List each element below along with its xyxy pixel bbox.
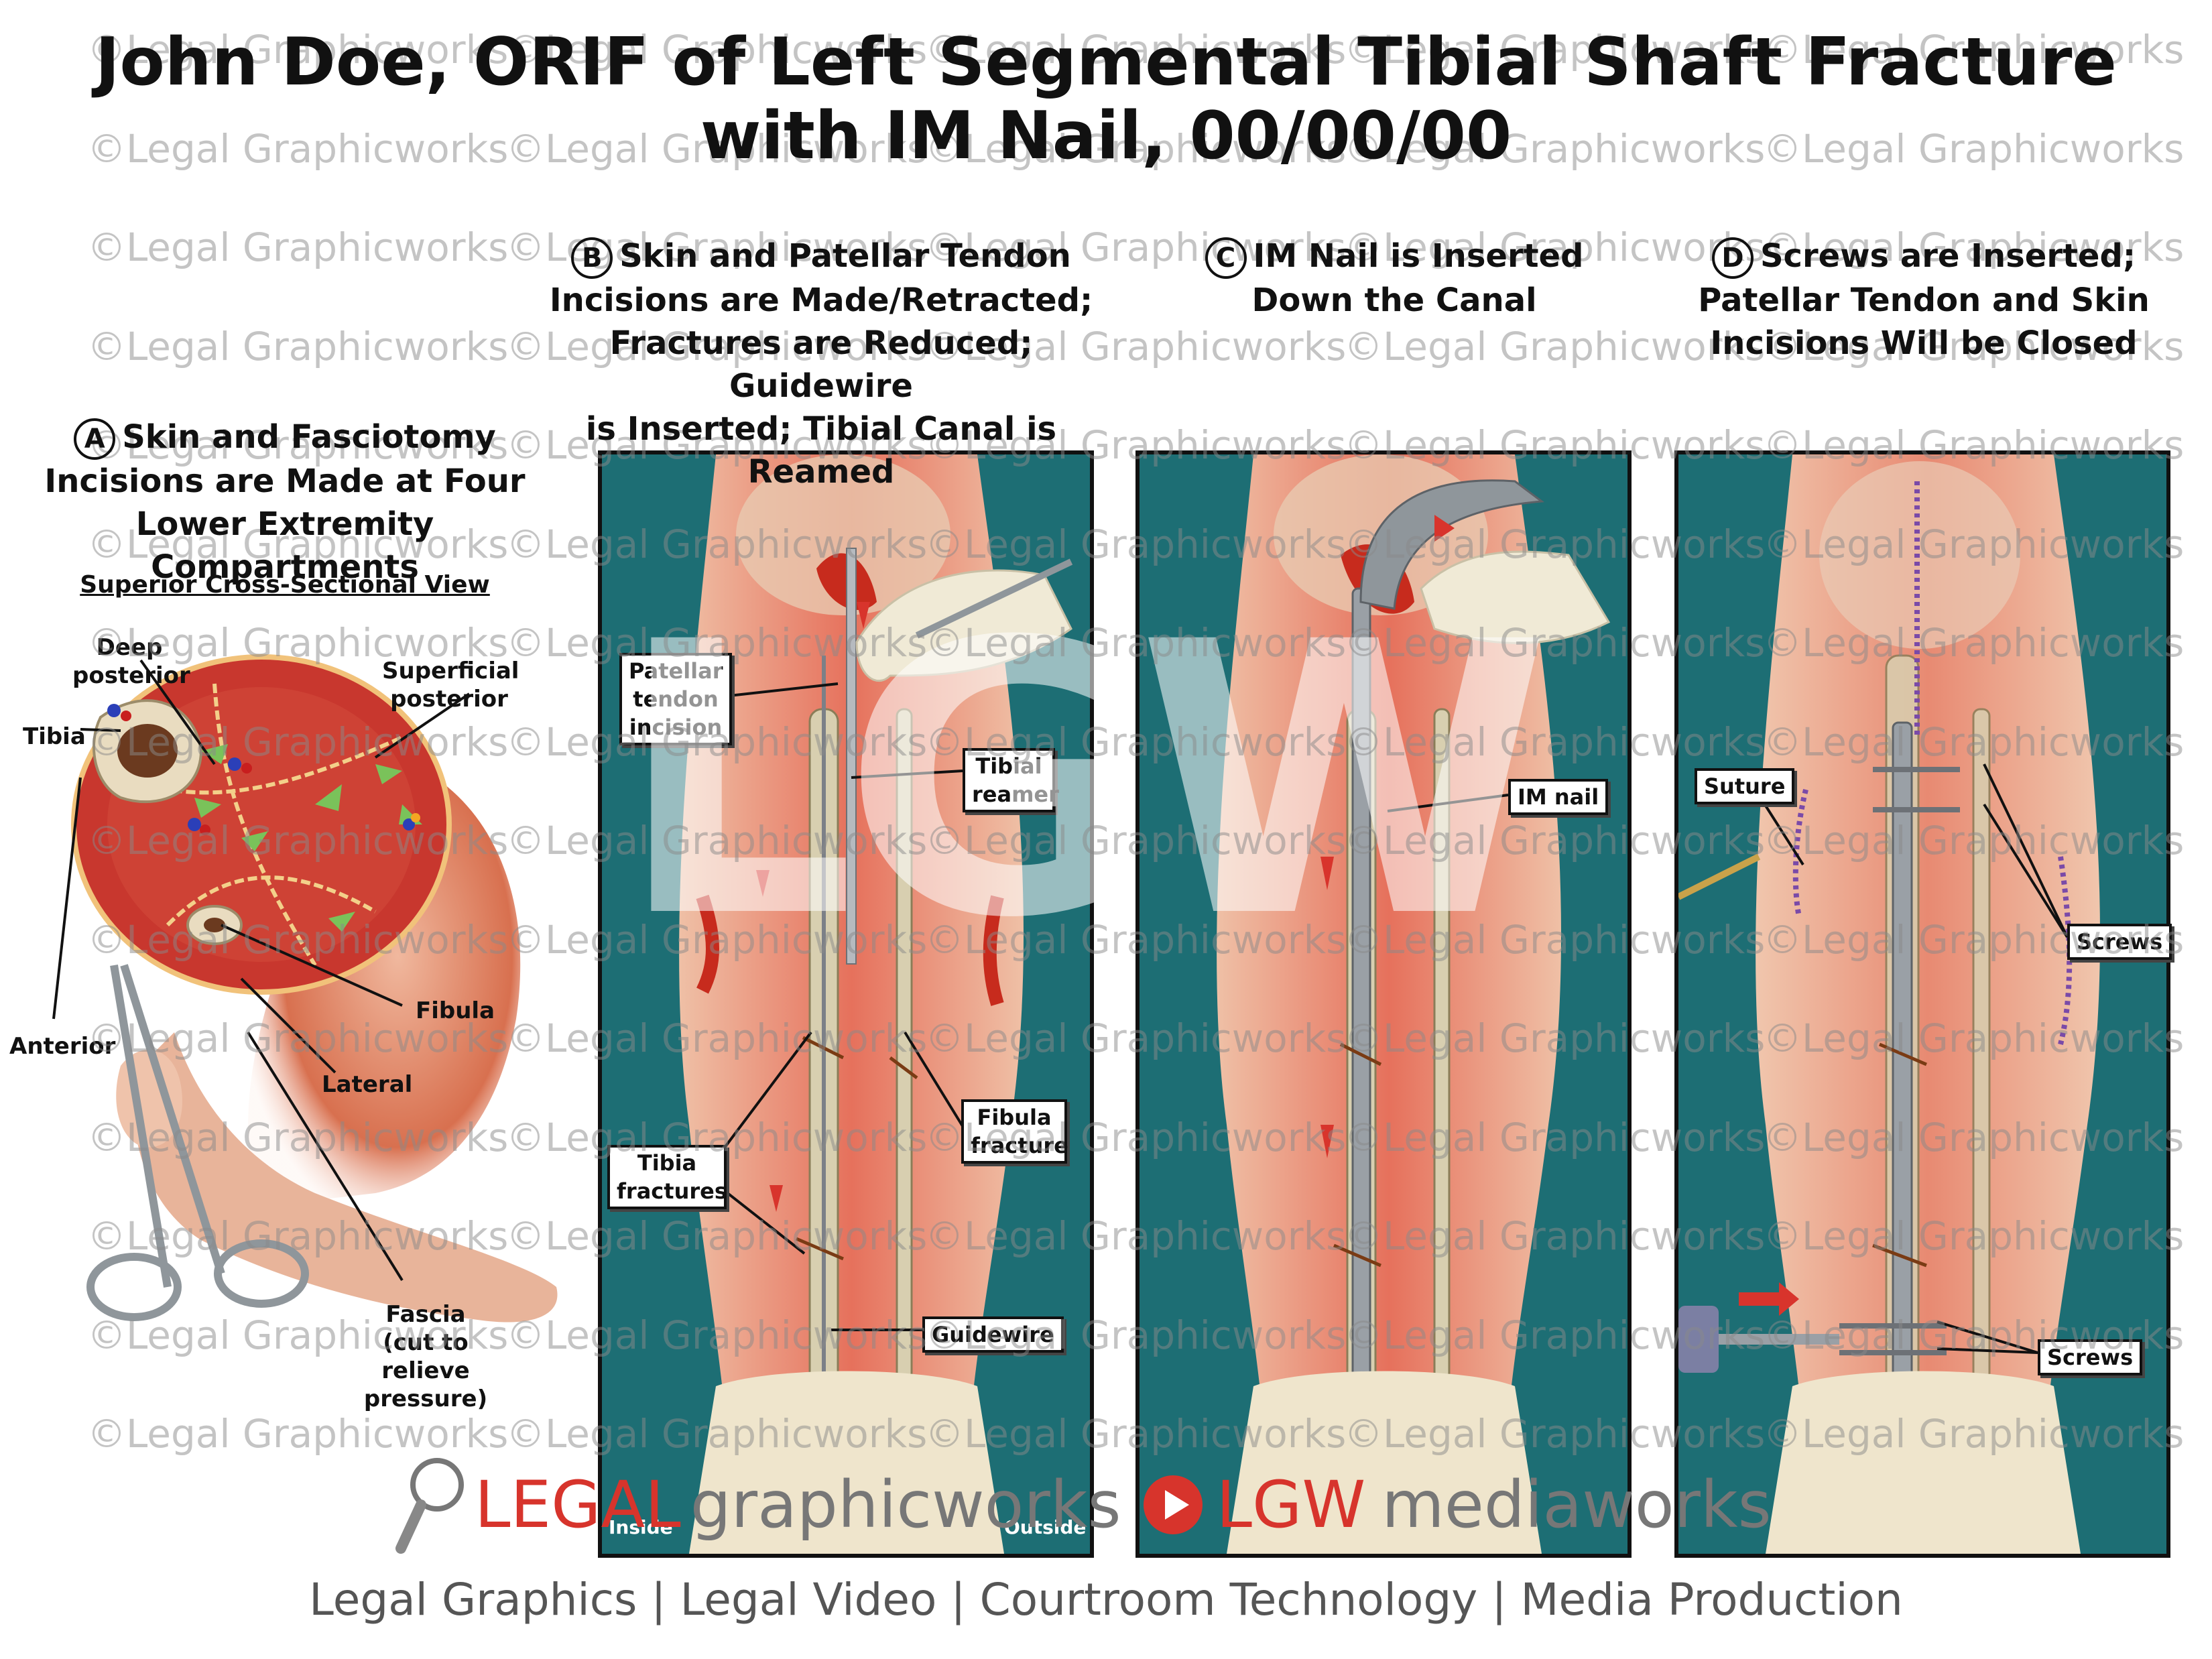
ankle-brace xyxy=(689,1371,1004,1554)
title-line-1: John Doe, ORIF of Left Segmental Tibial … xyxy=(95,24,2117,101)
glove xyxy=(855,569,1072,682)
label-patellar-tendon-incision: Patellar tendon incision xyxy=(619,653,732,745)
glove xyxy=(1420,550,1611,644)
label-tibia-fractures: Tibia fractures xyxy=(607,1145,727,1209)
label-tibial-reamer: Tibial reamer xyxy=(963,748,1059,812)
magnifier-icon xyxy=(395,1458,464,1554)
step-a-line-3: Lower Extremity Compartments xyxy=(135,505,434,586)
label-screws-lower: Screws xyxy=(2038,1339,2143,1375)
footer-tagline: Legal Graphics | Legal Video | Courtroom… xyxy=(309,1574,1903,1625)
step-b-badge: B xyxy=(571,237,613,279)
step-d-line-1: Screws are Inserted; xyxy=(1760,237,2136,275)
logo-bar: LEGAL graphicworks LGW mediaworks xyxy=(395,1458,1772,1554)
panel-c-illustration xyxy=(1217,454,1611,1554)
logo-lgw: LGW xyxy=(1216,1467,1366,1542)
step-a-badge: A xyxy=(74,418,116,460)
step-d-badge: D xyxy=(1711,237,1754,279)
play-icon xyxy=(1144,1475,1203,1534)
logo-mediaworks: mediaworks xyxy=(1381,1467,1772,1542)
watermark-text: ©Legal Graphicworks xyxy=(87,225,509,270)
panel-c xyxy=(1135,450,1632,1558)
step-b-line-2: Incisions are Made/Retracted; xyxy=(549,282,1093,319)
step-d-line-3: Incisions Will be Closed xyxy=(1710,324,2138,362)
needle-driver xyxy=(1678,853,1761,900)
toe xyxy=(116,1050,182,1148)
im-nail xyxy=(1892,721,1913,1408)
step-a-line-2: Incisions are Made at Four xyxy=(44,463,526,500)
step-a-subtitle: Superior Cross-Sectional View xyxy=(80,571,490,599)
cross-section-illustration xyxy=(52,654,558,1323)
label-deep-posterior: Deep posterior xyxy=(72,634,190,689)
logo-graphicworks: graphicworks xyxy=(690,1467,1121,1542)
step-c-line-1: IM Nail is Inserted xyxy=(1253,237,1584,275)
label-im-nail: IM nail xyxy=(1508,779,1609,815)
ankle-brace xyxy=(1227,1371,1542,1554)
label-suture: Suture xyxy=(1695,768,1795,804)
ankle-brace xyxy=(1766,1371,2081,1554)
retractor-tool xyxy=(915,558,1073,639)
logo-legal: LEGAL xyxy=(475,1467,681,1542)
label-screws-upper: Screws xyxy=(2067,924,2172,960)
leg xyxy=(1756,454,2101,1554)
label-tibia: Tibia xyxy=(23,723,86,750)
panel-d xyxy=(1674,450,2170,1558)
lgw-watermark-mark: LGW xyxy=(617,563,1551,1000)
leg xyxy=(679,454,1024,1554)
watermark-text: ©Legal Graphicworks xyxy=(87,323,509,369)
leg-stump xyxy=(248,751,521,1207)
step-b-line-3: Fractures are Reduced; Guidewire xyxy=(609,324,1033,405)
panel-b-illustration xyxy=(679,454,1073,1554)
scissors xyxy=(86,964,309,1321)
step-b-line-4: is Inserted; Tibial Canal is Reamed xyxy=(585,410,1057,491)
label-fascia: Fascia (cut to relieve pressure) xyxy=(363,1301,488,1412)
tibial-reamer xyxy=(846,548,857,965)
label-lateral: Lateral xyxy=(322,1071,413,1098)
label-anterior: Anterior xyxy=(9,1033,116,1060)
knee xyxy=(736,454,950,615)
label-inside: Inside xyxy=(609,1516,673,1538)
step-d-line-2: Patellar Tendon and Skin xyxy=(1698,282,2150,319)
panel-d-illustration xyxy=(1678,454,2101,1554)
label-outside: Outside xyxy=(1004,1516,1087,1538)
title-line-2: with IM Nail, 00/00/00 xyxy=(700,98,1512,174)
panel-b: Inside Outside xyxy=(598,450,1094,1558)
step-c-badge: C xyxy=(1205,237,1247,279)
step-b-line-1: Skin and Patellar Tendon xyxy=(619,237,1071,275)
leg xyxy=(1217,454,1562,1554)
label-fibula: Fibula xyxy=(416,997,495,1024)
step-a-line-1: Skin and Fasciotomy xyxy=(122,418,496,456)
label-superficial-posterior: Superficial posterior xyxy=(382,658,519,713)
fibula-shaft xyxy=(1972,708,1991,1381)
label-guidewire: Guidewire xyxy=(922,1316,1064,1353)
step-c-line-2: Down the Canal xyxy=(1251,282,1537,319)
insertion-handle xyxy=(1359,479,1545,610)
label-fibula-fracture: Fibula fracture xyxy=(961,1099,1068,1164)
page-title: John Doe, ORIF of Left Segmental Tibial … xyxy=(0,25,2212,173)
